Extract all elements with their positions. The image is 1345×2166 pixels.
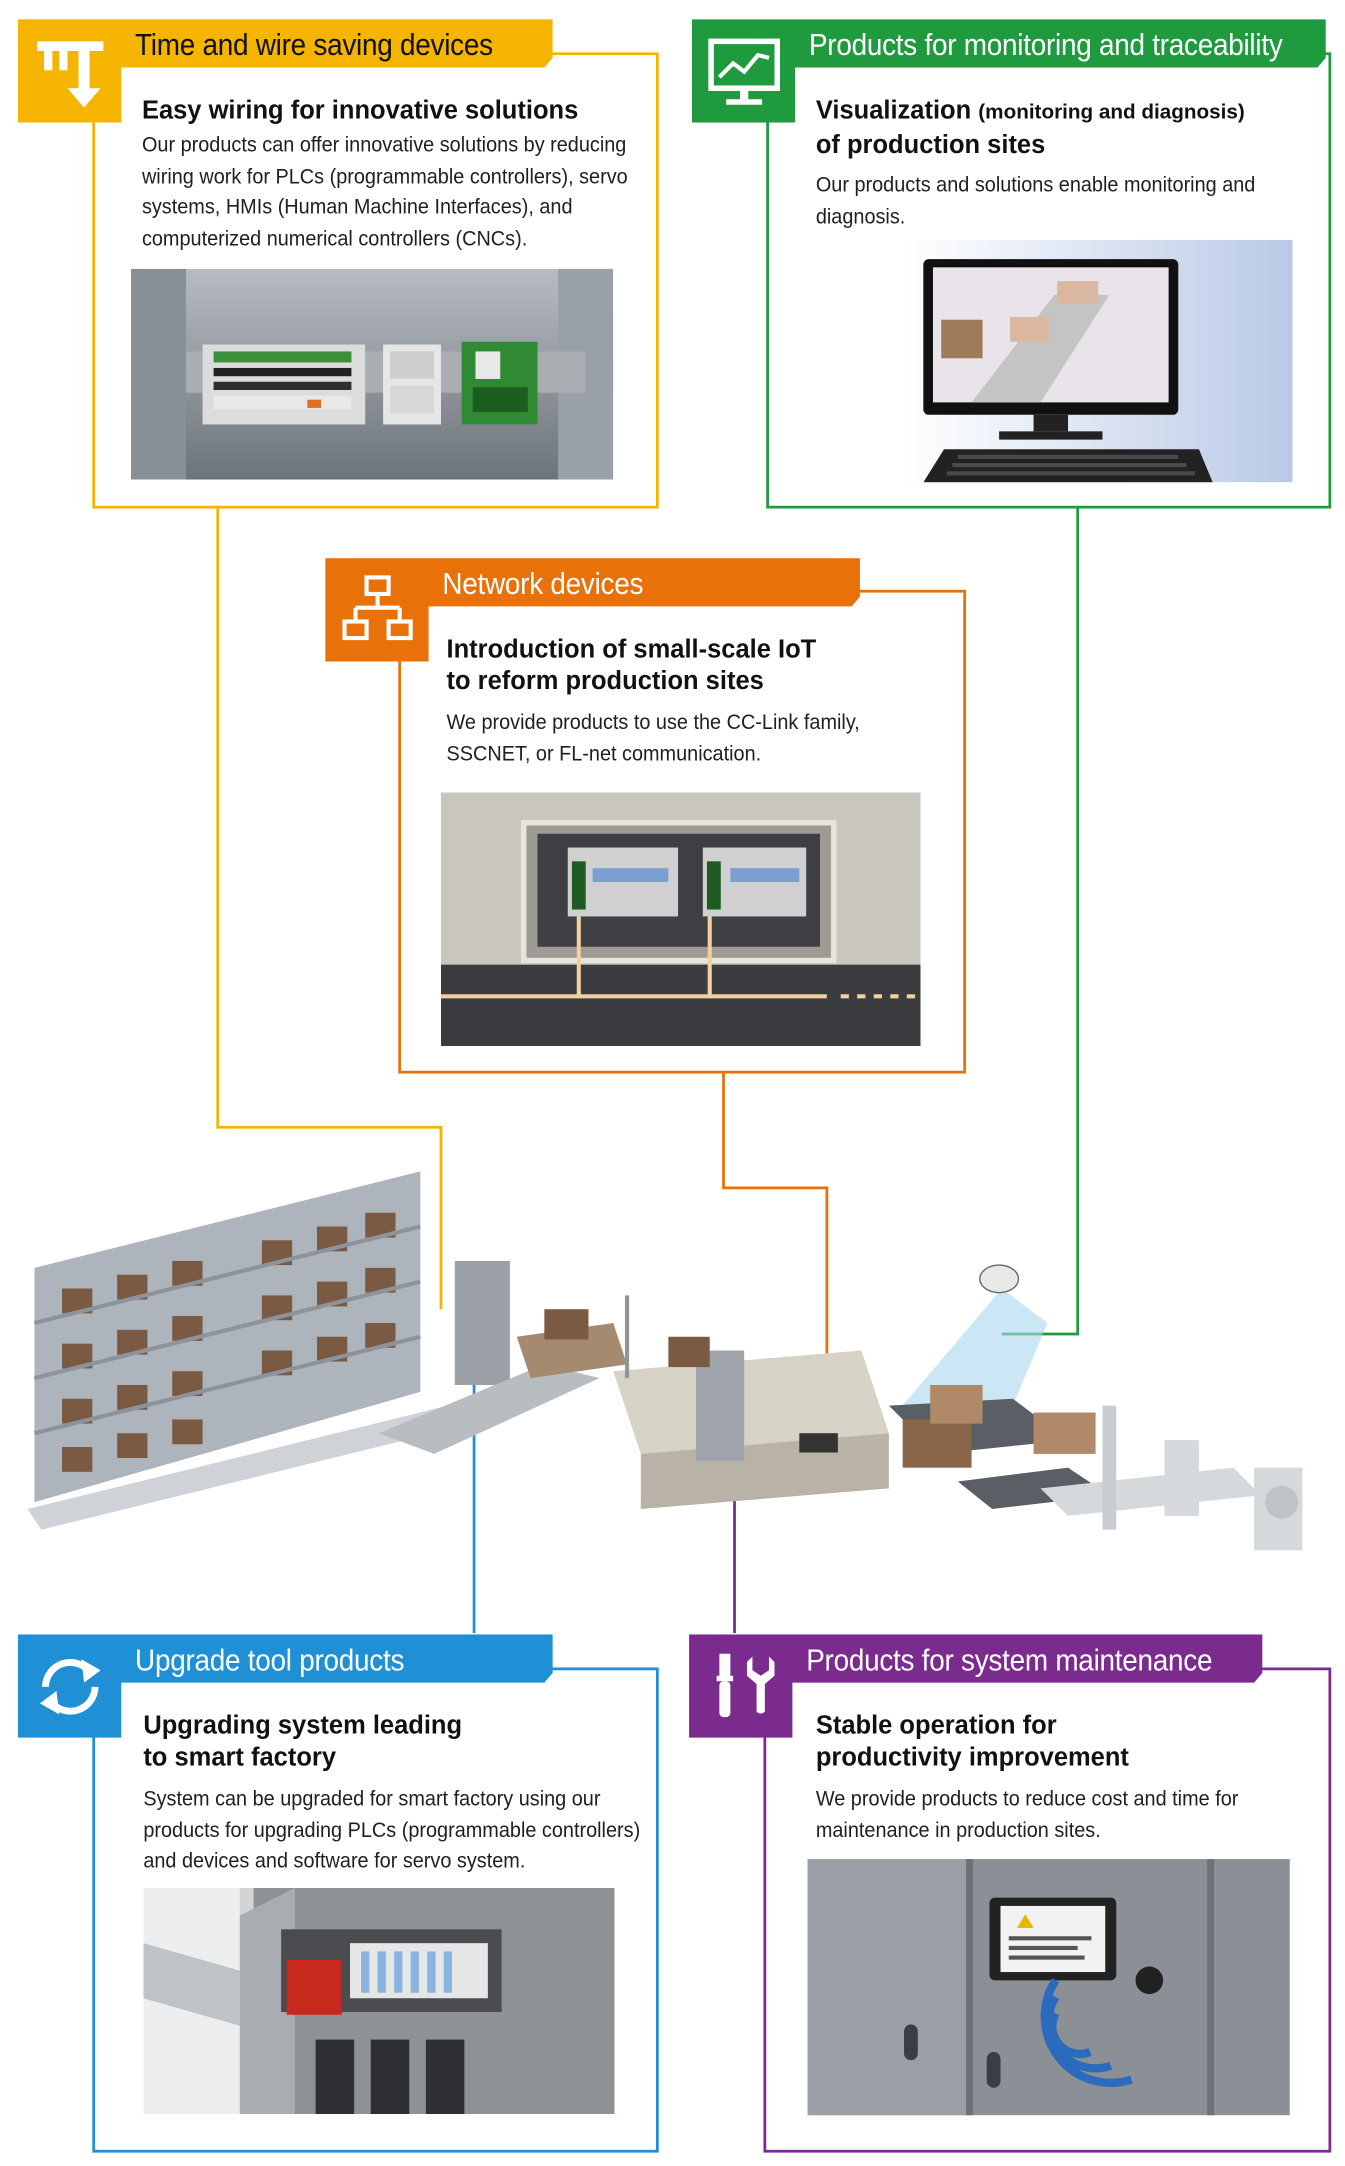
- maintenance-cabinet-photo: [807, 1859, 1290, 2116]
- network-description: We provide products to use the CC-Link f…: [446, 711, 860, 766]
- maintenance-tab: Products for system maintenance: [689, 1634, 1265, 1738]
- network-title: Network devices: [442, 566, 644, 601]
- refresh-cycle-icon: [18, 1634, 121, 1737]
- maintenance-heading-line2: productivity improvement: [815, 1741, 1129, 1771]
- monitoring-heading: Visualization (monitoring and diagnosis)…: [816, 94, 1271, 160]
- tools-icon: [689, 1634, 792, 1737]
- network-heading-line1: Introduction of small-scale IoT: [446, 633, 817, 663]
- time-wire-title: Time and wire saving devices: [135, 27, 493, 63]
- monitoring-tab: Products for monitoring and traceability: [691, 19, 1329, 123]
- upgrade-title: Upgrade tool products: [135, 1642, 405, 1678]
- upgrade-heading-line1: Upgrading system leading: [143, 1710, 463, 1740]
- factory-line-illustration: [21, 1158, 1344, 1613]
- monitor-screen-photo: [902, 239, 1293, 483]
- monitoring-tab-bg: [691, 19, 1326, 123]
- upgrade-plc-photo: [143, 1887, 615, 2115]
- time-wire-tab-bg: [17, 19, 553, 123]
- maintenance-tab-bg: [689, 1634, 1263, 1738]
- time-wire-description: Our products can offer innovative soluti…: [141, 133, 628, 251]
- monitoring-heading-b: of production sites: [815, 129, 1046, 159]
- maintenance-title: Products for system maintenance: [806, 1642, 1213, 1678]
- network-hierarchy-icon: [325, 558, 428, 661]
- upgrade-heading: Upgrading system leading to smart factor…: [143, 1709, 639, 1772]
- monitor-chart-icon: [692, 19, 795, 122]
- maintenance-heading-line1: Stable operation for: [815, 1710, 1057, 1740]
- monitoring-heading-small: (monitoring and diagnosis): [978, 100, 1245, 125]
- maintenance-description: We provide products to reduce cost and t…: [815, 1787, 1239, 1842]
- packing-machine: [613, 1295, 889, 1510]
- wire-saving-icon: [18, 19, 121, 122]
- upgrade-tab: Upgrade tool products: [17, 1634, 555, 1738]
- time-wire-heading: Easy wiring for innovative solutions: [141, 95, 579, 125]
- maintenance-heading: Stable operation for productivity improv…: [816, 1709, 1312, 1772]
- network-heading-line2: to reform production sites: [446, 665, 764, 695]
- terminal-blocks-photo: [130, 268, 614, 480]
- network-tab: Network devices: [325, 558, 862, 662]
- monitoring-description: Our products and solutions enable monito…: [815, 173, 1256, 229]
- monitoring-heading-a: Visualization: [815, 95, 972, 125]
- upgrade-description: System can be upgraded for smart factory…: [143, 1787, 641, 1873]
- network-tab-bg: [325, 558, 860, 662]
- storage-rack: [27, 1171, 510, 1530]
- upgrade-tab-bg: [17, 1634, 553, 1738]
- time-wire-tab: Time and wire saving devices: [17, 19, 555, 123]
- network-panel-photo: [440, 792, 921, 1046]
- monitoring-title: Products for monitoring and traceability: [808, 27, 1283, 63]
- network-heading: Introduction of small-scale IoT to refor…: [447, 633, 943, 696]
- upgrade-heading-line2: to smart factory: [143, 1741, 337, 1771]
